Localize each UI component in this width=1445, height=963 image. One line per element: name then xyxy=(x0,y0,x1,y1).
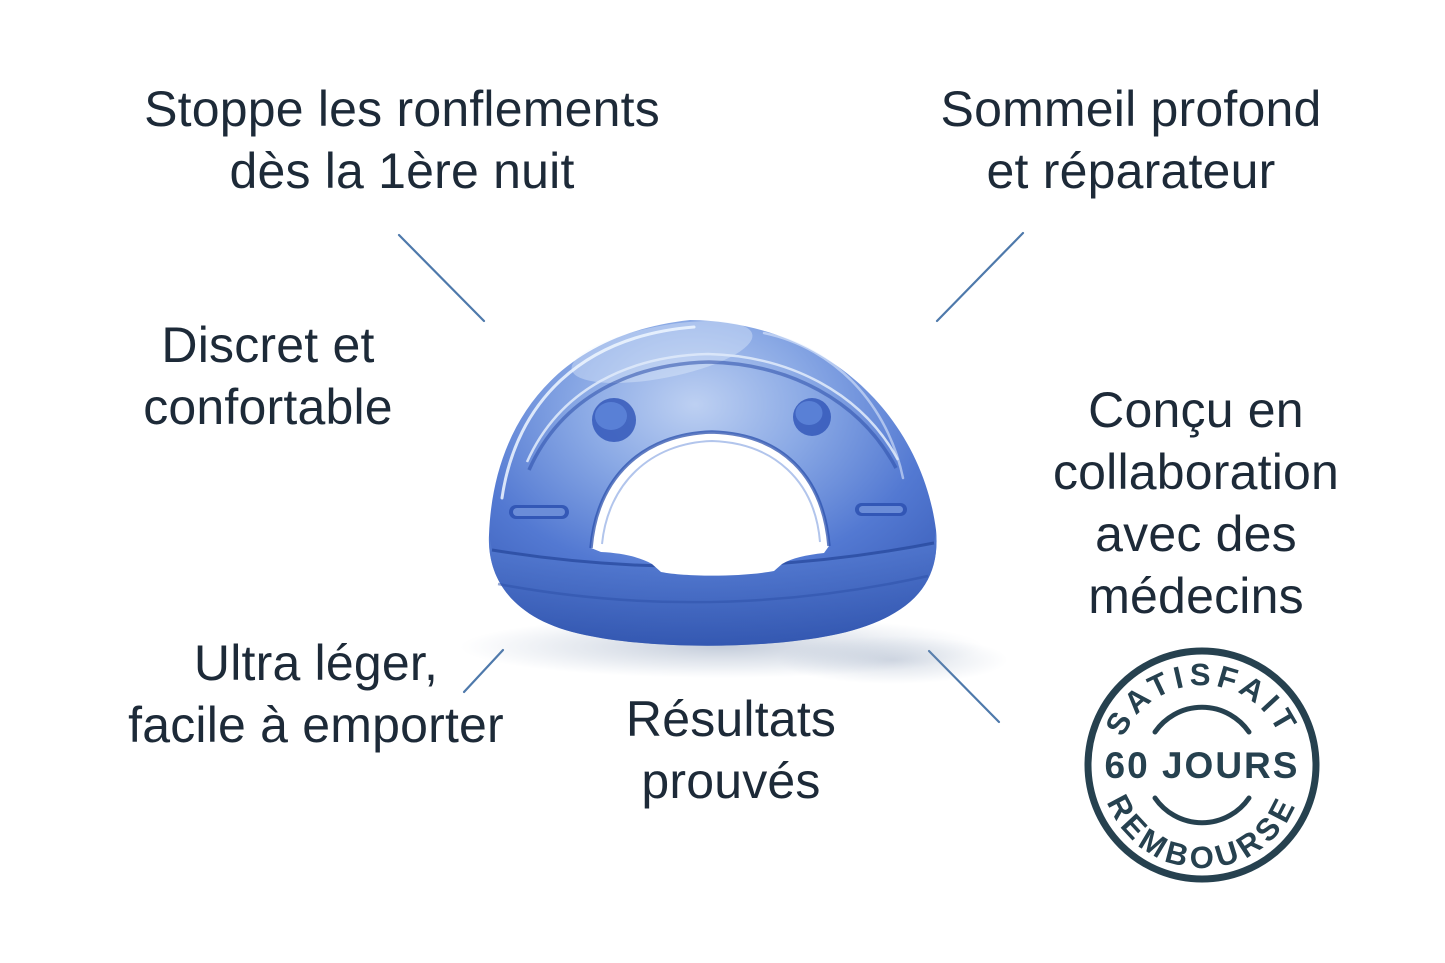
connector-line-top-right xyxy=(935,231,1025,323)
feature-line: confortable xyxy=(143,379,393,435)
inner-band-shadow xyxy=(527,360,898,471)
feature-line: et réparateur xyxy=(986,143,1276,199)
side-slot-left xyxy=(509,505,569,519)
feature-line: médecins xyxy=(1088,568,1304,624)
mouthpiece xyxy=(488,320,937,646)
feature-line: avec des xyxy=(1095,506,1297,562)
feature-line: facile à emporter xyxy=(128,697,504,753)
feature-line: Ultra léger, xyxy=(193,635,439,691)
vent-dimple-right xyxy=(793,398,831,436)
feature-label-bottom-left: Ultra léger, facile à emporter xyxy=(128,632,504,756)
dome-sheen xyxy=(571,321,753,383)
connector-line-top-left xyxy=(397,233,486,323)
side-slot-right xyxy=(855,503,907,516)
feature-line: Discret et xyxy=(161,317,375,373)
feature-label-top-right: Sommeil profond et réparateur xyxy=(941,78,1322,202)
product-shadow-right xyxy=(778,636,1008,684)
feature-line: prouvés xyxy=(641,753,821,809)
badge-lower-arc xyxy=(1152,795,1252,826)
badge-middle-text: 60 JOURS xyxy=(1105,745,1300,786)
feature-line: Sommeil profond xyxy=(940,81,1322,137)
rim-highlight-right xyxy=(762,331,905,480)
feature-label-bottom-center: Résultats prouvés xyxy=(626,688,836,812)
satisfaction-badge: SATISFAIT 60 JOURS REMBOURSE xyxy=(1084,647,1320,883)
opening-inner-line xyxy=(601,439,821,545)
base-tray xyxy=(488,530,937,646)
badge-upper-arc xyxy=(1152,704,1252,735)
feature-line: dès la 1ère nuit xyxy=(229,143,575,199)
badge-ring xyxy=(1084,647,1320,883)
feature-label-mid-left: Discret et confortable xyxy=(143,314,393,438)
opening-outline xyxy=(589,430,831,549)
vent-dimple-left xyxy=(592,398,636,442)
feature-line: Résultats xyxy=(625,691,837,747)
rim-highlight-left xyxy=(500,325,696,500)
feature-label-top-left: Stoppe les ronflements dès la 1ère nuit xyxy=(144,78,660,202)
inner-band-highlight xyxy=(525,352,900,463)
feature-label-mid-right: Conçu en collaboration avec des médecins xyxy=(1053,379,1339,627)
tray-groove xyxy=(497,574,929,604)
mouthpiece-opening xyxy=(591,432,829,576)
feature-line: Conçu en xyxy=(1088,382,1304,438)
feature-line: Stoppe les ronflements xyxy=(144,81,660,137)
feature-line: collaboration xyxy=(1052,444,1340,500)
